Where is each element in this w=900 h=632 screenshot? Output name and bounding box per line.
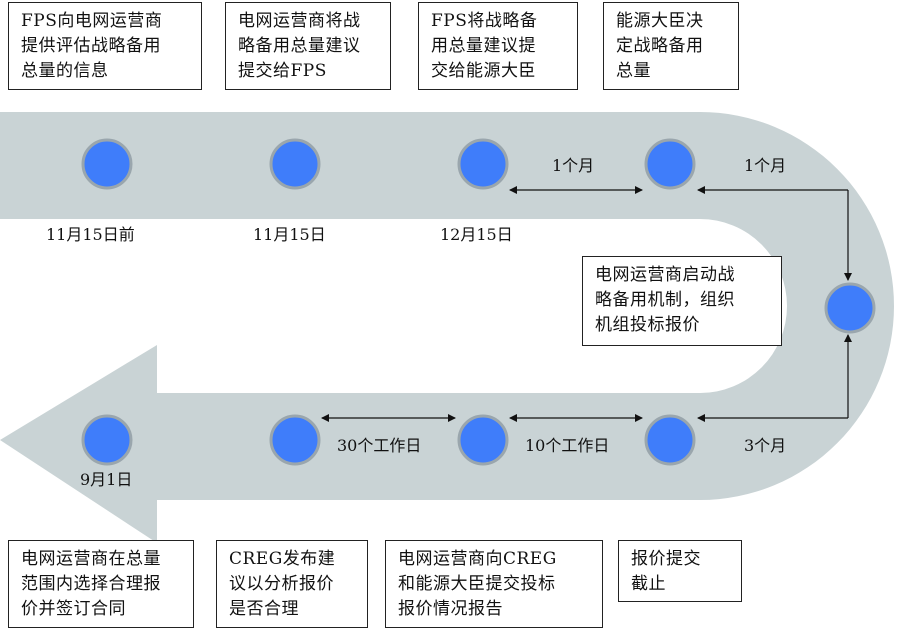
milestone-node-4 [644, 138, 696, 190]
date-label-3: 12月15日 [440, 225, 513, 244]
interval-label-lower-1: 10个工作日 [525, 436, 610, 455]
step-box-7: 电网运营商向CREG 和能源大臣提交投标 报价情况报告 [385, 540, 603, 628]
step-box-5: 电网运营商启动战 略备用机制，组织 机组投标报价 [582, 256, 782, 346]
milestone-node-5 [824, 282, 876, 334]
interval-label-right: 3个月 [744, 436, 787, 455]
milestone-node-7 [457, 414, 509, 466]
step-box-3: FPS将战略备 用总量建议提 交给能源大臣 [418, 2, 578, 90]
date-label-1: 11月15日前 [46, 225, 135, 244]
step-box-9: 电网运营商在总量 范围内选择合理报 价并签订合同 [8, 540, 194, 628]
step-box-4: 能源大臣决 定战略备用 总量 [603, 2, 739, 90]
step-box-8: CREG发布建 议以分析报价 是否合理 [216, 540, 368, 628]
interval-label-upper-2: 1个月 [744, 156, 787, 175]
milestone-node-8 [269, 414, 321, 466]
step-box-6: 报价提交 截止 [618, 540, 742, 602]
step-box-2: 电网运营商将战 略备用总量建议 提交给FPS [225, 2, 391, 90]
step-box-1: FPS向电网运营商 提供评估战略备用 总量的信息 [8, 2, 202, 90]
milestone-node-1 [81, 138, 133, 190]
milestone-node-2 [269, 138, 321, 190]
milestone-node-3 [457, 138, 509, 190]
interval-label-lower-2: 30个工作日 [337, 436, 422, 455]
milestone-node-6 [644, 414, 696, 466]
date-label-9: 9月1日 [80, 470, 133, 489]
milestone-node-9 [81, 414, 133, 466]
interval-label-upper-1: 1个月 [552, 156, 595, 175]
date-label-2: 11月15日 [253, 225, 326, 244]
